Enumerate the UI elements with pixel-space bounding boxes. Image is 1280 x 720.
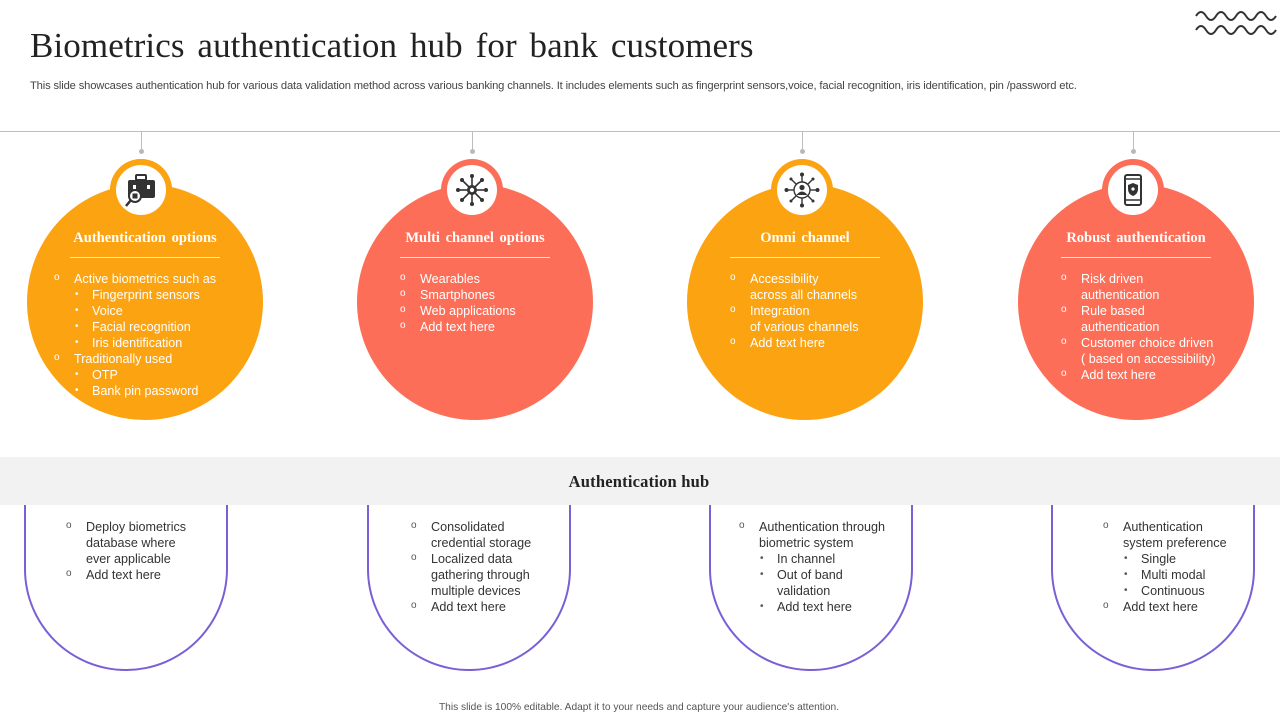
list-item: Add text here — [739, 599, 885, 615]
icon-badge-overlay — [110, 159, 172, 221]
list-item: Consolidated — [411, 518, 531, 535]
list-item: Add text here — [730, 334, 859, 351]
list-item: Facial recognition — [54, 319, 216, 335]
timeline-divider — [0, 131, 1280, 132]
list-item: Customer choice driven — [1061, 334, 1215, 351]
card-list: Risk driven authentication Rule based au… — [1061, 270, 1216, 383]
list-item-continuation: ever applicable — [86, 552, 171, 566]
card-list: Wearables Smartphones Web applications A… — [400, 270, 516, 335]
connector-line — [141, 131, 142, 151]
list-item: Localized data — [411, 550, 531, 567]
card-title: Omni channel — [760, 230, 850, 246]
list-item: Out of band — [739, 567, 885, 583]
list-item: Active biometrics such as — [54, 270, 216, 287]
card-divider — [400, 257, 550, 258]
card-list: Accessibility across all channels Integr… — [730, 270, 859, 351]
list-item: Add text here — [411, 598, 531, 615]
hub-list-4: Authentication system preference Single … — [1103, 518, 1227, 615]
phone-shield-icon — [1124, 174, 1142, 206]
list-item: Add text here — [400, 318, 516, 335]
list-item: Integration — [730, 302, 859, 319]
list-item-continuation: multiple devices — [431, 584, 521, 598]
list-item-continuation: across all channels — [750, 288, 858, 302]
footer-note: This slide is 100% editable. Adapt it to… — [438, 702, 840, 713]
list-item: Deploy biometrics — [66, 518, 186, 535]
list-item: Fingerprint sensors — [54, 287, 216, 303]
list-item-continuation: credential storage — [431, 536, 532, 550]
list-item: Continuous — [1103, 583, 1227, 599]
list-item-continuation: system preference — [1123, 536, 1227, 550]
list-item: Rule based — [1061, 302, 1215, 319]
connector-dot — [1131, 149, 1136, 154]
list-item: Web applications — [400, 302, 516, 319]
card-omni-channel: Omni channel Accessibility across all ch… — [687, 184, 923, 420]
wave-decoration-icon — [1195, 11, 1277, 35]
list-item-continuation: ( based on accessibility) — [1081, 352, 1216, 366]
page-title: Biometrics authentication hub for bank c… — [30, 26, 754, 65]
card-divider — [1061, 257, 1211, 258]
connector-line — [1133, 131, 1134, 151]
icon-badge — [1102, 159, 1164, 221]
page-subtitle: This slide showcases authentication hub … — [30, 80, 1077, 92]
card-title: Authentication options — [73, 230, 217, 246]
list-item-continuation: authentication — [1081, 320, 1160, 334]
card-title: Robust authentication — [1066, 230, 1206, 246]
connector-dot — [470, 149, 475, 154]
list-item: Voice — [54, 303, 216, 319]
list-item-continuation: gathering through — [431, 568, 530, 582]
icon-badge — [771, 159, 833, 221]
list-item: Authentication through — [739, 518, 885, 535]
list-item: Risk driven — [1061, 270, 1215, 287]
list-item-continuation: biometric system — [759, 536, 854, 550]
list-item-continuation: authentication — [1081, 288, 1160, 302]
connector-dot — [800, 149, 805, 154]
list-item: In channel — [739, 551, 885, 567]
list-item: Smartphones — [400, 286, 516, 303]
list-item-continuation: of various channels — [750, 320, 859, 334]
hub-list-3: Authentication through biometric system … — [739, 518, 885, 615]
list-item-continuation: database where — [86, 536, 176, 550]
list-item: Multi modal — [1103, 567, 1227, 583]
authentication-hub-band — [0, 457, 1280, 505]
list-item: Add text here — [1061, 366, 1215, 383]
list-item: Single — [1103, 551, 1227, 567]
briefcase-magnifier-icon — [125, 174, 155, 207]
connector-line — [472, 131, 473, 151]
connector-line — [802, 131, 803, 151]
card-title: Multi channel options — [405, 230, 545, 246]
list-item: Wearables — [400, 270, 516, 287]
list-item: Iris identification — [54, 335, 216, 351]
connector-dot — [139, 149, 144, 154]
list-item: Bank pin password — [54, 383, 216, 399]
card-multi-channel-options: Multi channel options Wearables Smartpho… — [357, 184, 593, 420]
card-divider — [730, 257, 880, 258]
list-item: Add text here — [66, 566, 186, 583]
card-divider — [70, 257, 220, 258]
list-item: Traditionally used — [54, 350, 216, 367]
card-list: Active biometrics such as Fingerprint se… — [54, 270, 216, 399]
hub-label: Authentication hub — [568, 472, 710, 491]
network-hub-icon — [456, 174, 488, 206]
list-item-continuation: validation — [777, 584, 831, 598]
list-item: Authentication — [1103, 518, 1227, 535]
hub-list-2: Consolidated credential storage Localize… — [411, 518, 532, 615]
list-item: Accessibility — [730, 270, 859, 287]
user-network-icon — [784, 172, 820, 208]
hub-list-1: Deploy biometrics database where ever ap… — [66, 518, 186, 583]
list-item: OTP — [54, 367, 216, 383]
icon-badge — [441, 159, 503, 221]
list-item: Add text here — [1103, 598, 1227, 615]
card-authentication-options: Authentication options Active biometrics… — [27, 184, 263, 420]
card-robust-authentication: Robust authentication Risk driven authen… — [1018, 184, 1254, 420]
